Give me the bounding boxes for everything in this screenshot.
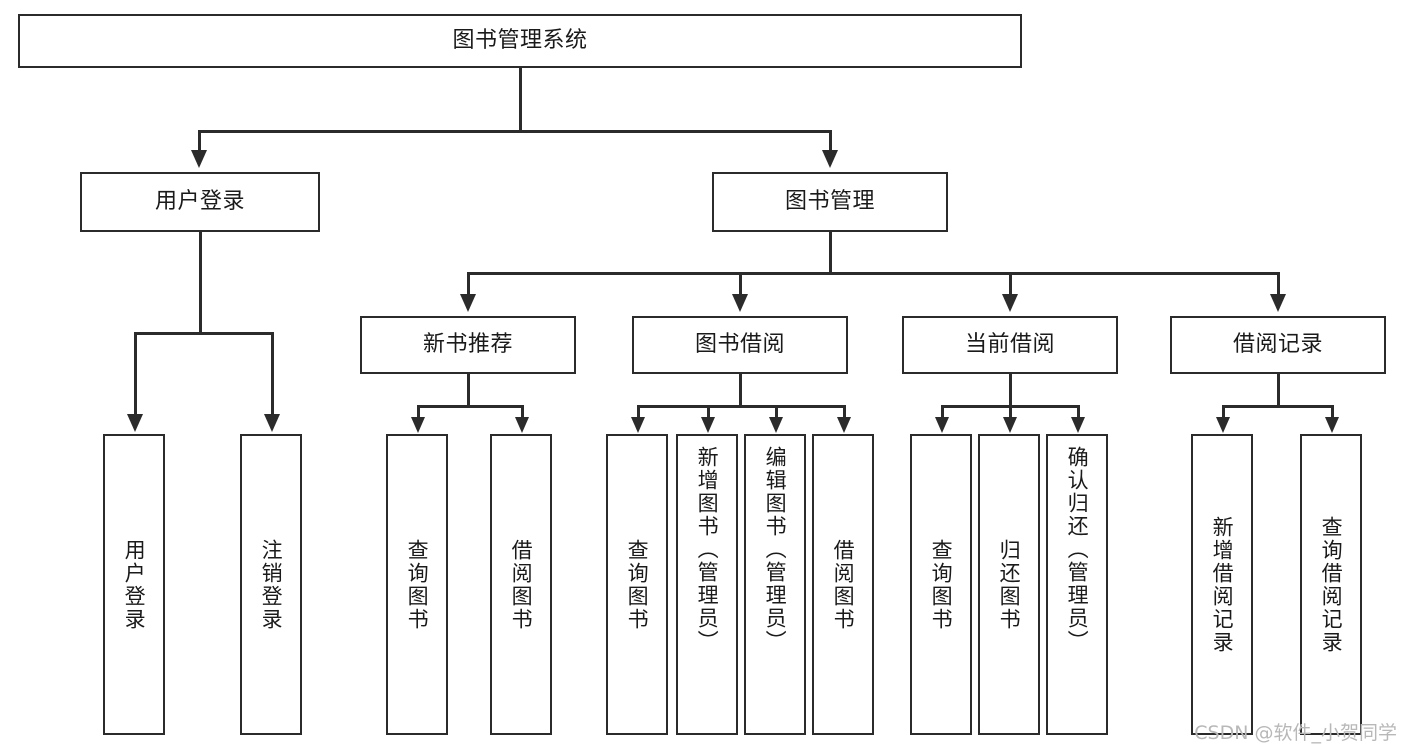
edge-br-to-leaf-2 [1331,405,1334,419]
arrowhead-br-to-leaf-2 [1325,417,1339,433]
edge-book-borrow-stem [739,374,742,407]
edge-user-login-bar [134,332,273,335]
arrowhead-bb-to-leaf-4 [837,417,851,433]
leaf-new-book-query-book[interactable]: 查询图书 [386,434,448,735]
leaf-borrow-record-query-record[interactable]: 查询借阅记录 [1300,434,1362,735]
arrowhead-bm-to-current-borrow [1002,294,1018,312]
arrowhead-root-to-book-management [822,150,838,168]
edge-root-bar [198,130,832,133]
edge-bb-to-leaf-1 [637,405,640,419]
arrowhead-nb-to-leaf-1 [411,417,425,433]
node-label: 查询图书 [929,538,954,631]
edge-bb-to-leaf-2 [707,405,710,419]
node-label: 借阅图书 [831,538,856,631]
node-book-borrow[interactable]: 图书借阅 [632,316,848,374]
edge-br-to-leaf-1 [1222,405,1225,419]
node-label: 查询图书 [405,538,430,631]
arrowhead-root-to-user-login [191,150,207,168]
node-label: 确认归还（管理员） [1065,446,1090,653]
node-label: 图书借阅 [694,331,785,357]
node-root-book-management-system[interactable]: 图书管理系统 [18,14,1022,68]
node-label: 新增图书（管理员） [695,446,720,653]
node-book-management[interactable]: 图书管理 [712,172,948,232]
arrowhead-user-login-to-leaf-2 [264,414,280,432]
edge-book-management-bar [467,272,1279,275]
arrowhead-bm-to-new-book [460,294,476,312]
node-label: 当前借阅 [964,331,1055,357]
leaf-current-borrow-confirm-return-admin[interactable]: 确认归还（管理员） [1046,434,1108,735]
edge-bm-to-book-borrow [739,272,742,296]
arrowhead-bb-to-leaf-2 [701,417,715,433]
arrowhead-cb-to-leaf-2 [1003,417,1017,433]
node-borrow-record[interactable]: 借阅记录 [1170,316,1386,374]
node-user-login[interactable]: 用户登录 [80,172,320,232]
edge-new-book-stem [467,374,470,407]
leaf-user-login-logout[interactable]: 注销登录 [240,434,302,735]
edge-book-borrow-bar [637,405,846,408]
leaf-book-borrow-add-book-admin[interactable]: 新增图书（管理员） [676,434,738,735]
edge-user-login-stem [199,232,202,334]
leaf-new-book-borrow-book[interactable]: 借阅图书 [490,434,552,735]
node-label: 注销登录 [259,538,284,631]
leaf-current-borrow-query-book[interactable]: 查询图书 [910,434,972,735]
edge-user-login-to-leaf-1 [134,332,137,416]
arrowhead-user-login-to-leaf-1 [127,414,143,432]
leaf-user-login-login[interactable]: 用户登录 [103,434,165,735]
leaf-borrow-record-add-record[interactable]: 新增借阅记录 [1191,434,1253,735]
arrowhead-cb-to-leaf-1 [935,417,949,433]
leaf-book-borrow-borrow-book[interactable]: 借阅图书 [812,434,874,735]
leaf-book-borrow-query-book[interactable]: 查询图书 [606,434,668,735]
edge-new-book-bar [417,405,524,408]
arrowhead-cb-to-leaf-3 [1071,417,1085,433]
edge-borrow-record-bar [1222,405,1334,408]
node-current-borrow[interactable]: 当前借阅 [902,316,1118,374]
node-label: 用户登录 [122,538,147,631]
edge-cb-to-leaf-1 [941,405,944,419]
arrowhead-bb-to-leaf-3 [769,417,783,433]
node-label: 查询借阅记录 [1319,515,1344,654]
node-label: 借阅图书 [509,538,534,631]
edge-book-management-stem [829,232,832,274]
arrowhead-nb-to-leaf-2 [515,417,529,433]
edge-cb-to-leaf-2 [1009,405,1012,419]
leaf-current-borrow-return-book[interactable]: 归还图书 [978,434,1040,735]
edge-user-login-to-leaf-2 [271,332,274,416]
arrowhead-br-to-leaf-1 [1216,417,1230,433]
node-label: 归还图书 [997,538,1022,631]
leaf-book-borrow-edit-book-admin[interactable]: 编辑图书（管理员） [744,434,806,735]
edge-root-to-book-management [829,130,832,152]
edge-bm-to-current-borrow [1009,272,1012,296]
edge-nb-to-leaf-2 [521,405,524,419]
edge-current-borrow-stem [1009,374,1012,407]
node-new-book-recommend[interactable]: 新书推荐 [360,316,576,374]
arrowhead-bb-to-leaf-1 [631,417,645,433]
edge-root-stem [519,68,522,132]
edge-root-to-user-login [198,130,201,152]
node-label: 图书管理 [784,188,875,214]
edge-bb-to-leaf-3 [775,405,778,419]
node-label: 用户登录 [154,188,245,214]
node-label: 新增借阅记录 [1210,515,1235,654]
edge-nb-to-leaf-1 [417,405,420,419]
node-label: 编辑图书（管理员） [763,446,788,653]
node-label: 图书管理系统 [452,27,588,53]
edge-bb-to-leaf-4 [843,405,846,419]
edge-bm-to-new-book [467,272,470,296]
node-label: 查询图书 [625,538,650,631]
arrowhead-bm-to-book-borrow [732,294,748,312]
arrowhead-bm-to-borrow-record [1270,294,1286,312]
edge-bm-to-borrow-record [1277,272,1280,296]
node-label: 借阅记录 [1232,331,1323,357]
edge-borrow-record-stem [1277,374,1280,407]
edge-cb-to-leaf-3 [1077,405,1080,419]
node-label: 新书推荐 [422,331,513,357]
